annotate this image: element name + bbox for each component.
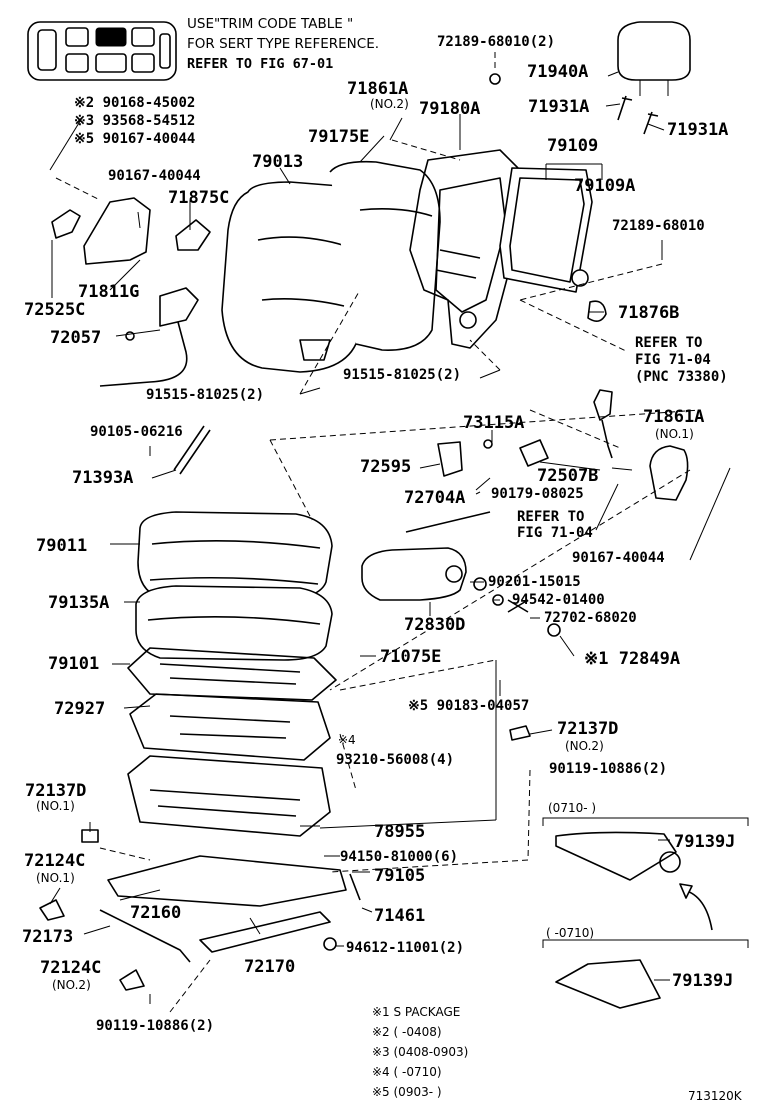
label-91515-81025-2-a: 91515-81025(2) xyxy=(146,387,264,403)
label-90201-15015: 90201-15015 xyxy=(488,574,581,590)
label-72830D: 72830D xyxy=(404,615,465,635)
label-90179-08025: 90179-08025 xyxy=(491,486,584,502)
note-4: ※4 ( -0710) xyxy=(372,1065,442,1079)
label-refer-to-a: REFER TO xyxy=(635,335,702,351)
label-range-0710-from: (0710- ) xyxy=(548,801,596,815)
label-79139J-a: 79139J xyxy=(674,832,735,852)
label-72057: 72057 xyxy=(50,328,101,348)
label-90183-04057: ※5 90183-04057 xyxy=(408,698,529,714)
label-72137D-no2: 72137D xyxy=(557,719,618,739)
label-range-0710-to: ( -0710) xyxy=(546,926,594,940)
label-72704A: 72704A xyxy=(404,488,465,508)
label-72137D-no1: 72137D xyxy=(25,781,86,801)
label-72170: 72170 xyxy=(244,957,295,977)
header-line-3: REFER TO FIG 67-01 xyxy=(187,56,333,72)
label-79013: 79013 xyxy=(252,152,303,172)
label-71876B: 71876B xyxy=(618,303,679,323)
label-90167-40044-top: ※5 90167-40044 xyxy=(74,131,195,147)
note-1: ※1 S PACKAGE xyxy=(372,1005,460,1019)
note-3: ※3 (0408-0903) xyxy=(372,1045,468,1059)
label-72525C: 72525C xyxy=(24,300,85,320)
label-72927: 72927 xyxy=(54,699,105,719)
label-71861A-no2: 71861A xyxy=(347,79,408,99)
label-79139J-b: 79139J xyxy=(672,971,733,991)
label-fig-71-04-a: FIG 71-04 xyxy=(635,352,711,368)
label-91515-81025-2-b: 91515-81025(2) xyxy=(343,367,461,383)
vehicle-thumbnail-icon xyxy=(27,21,177,81)
label-72595: 72595 xyxy=(360,457,411,477)
footnotes: ※1 S PACKAGE ※2 ( -0408) ※3 (0408-0903) … xyxy=(372,1005,468,1099)
label-mark4: ※4 xyxy=(338,733,356,747)
label-72849A: ※1 72849A xyxy=(584,649,680,669)
label-no1-c: (NO.1) xyxy=(36,871,75,885)
label-72507B: 72507B xyxy=(537,466,598,486)
label-73115A: 73115A xyxy=(463,413,524,433)
label-79105: 79105 xyxy=(374,866,425,886)
header-line-2: FOR SERT TYPE REFERENCE. xyxy=(187,36,379,52)
label-no2-b: (NO.2) xyxy=(565,739,604,753)
label-no1-a: (NO.1) xyxy=(655,427,694,441)
header-line-1: USE"TRIM CODE TABLE " xyxy=(187,16,353,32)
label-pnc-73380: (PNC 73380) xyxy=(635,369,728,385)
label-71875C: 71875C xyxy=(168,188,229,208)
label-79011: 79011 xyxy=(36,536,87,556)
label-fig-71-04-b: FIG 71-04 xyxy=(517,525,593,541)
label-72124C-no1: 72124C xyxy=(24,851,85,871)
label-71393A: 71393A xyxy=(72,468,133,488)
label-71075E: 71075E xyxy=(380,647,441,667)
label-94542-01400: 94542-01400 xyxy=(512,592,605,608)
label-93210-56008-4: 93210-56008(4) xyxy=(336,752,454,768)
label-71811G: 71811G xyxy=(78,282,139,302)
label-71861A-no1: 71861A xyxy=(643,407,704,427)
note-2: ※2 ( -0408) xyxy=(372,1025,442,1039)
label-79109: 79109 xyxy=(547,136,598,156)
label-refer-to-b: REFER TO xyxy=(517,509,584,525)
label-79135A: 79135A xyxy=(48,593,109,613)
label-94150-81000-6: 94150-81000(6) xyxy=(340,849,458,865)
label-72173: 72173 xyxy=(22,927,73,947)
note-5: ※5 (0903- ) xyxy=(372,1085,442,1099)
label-93568-54512: ※3 93568-54512 xyxy=(74,113,195,129)
label-71931A-b: 71931A xyxy=(667,120,728,140)
label-79109A: 79109A xyxy=(574,176,635,196)
label-72702-68020: 72702-68020 xyxy=(544,610,637,626)
label-79101: 79101 xyxy=(48,654,99,674)
label-90119-10886-2-a: 90119-10886(2) xyxy=(549,761,667,777)
label-72124C-no2: 72124C xyxy=(40,958,101,978)
label-90167-40044-b: 90167-40044 xyxy=(108,168,201,184)
label-94612-11001-2: 94612-11001(2) xyxy=(346,940,464,956)
label-72189-68010: 72189-68010 xyxy=(612,218,705,234)
label-71940A: 71940A xyxy=(527,62,588,82)
leader-lines xyxy=(49,52,731,1013)
label-71931A-a: 71931A xyxy=(528,97,589,117)
label-no2-c: (NO.2) xyxy=(52,978,91,992)
label-no1-b: (NO.1) xyxy=(36,799,75,813)
part-labels: 72189-68010(2) 71940A 71931A 71931A ※2 9… xyxy=(22,34,735,1034)
label-90168-45002: ※2 90168-45002 xyxy=(74,95,195,111)
label-72189-68010-2: 72189-68010(2) xyxy=(437,34,555,50)
label-no2-a: (NO.2) xyxy=(370,97,409,111)
label-79180A: 79180A xyxy=(419,99,480,119)
figure-code: 713120K xyxy=(688,1089,743,1103)
label-71461: 71461 xyxy=(374,906,425,926)
seat-parts-drawing xyxy=(39,21,749,1009)
label-90119-10886-2-b: 90119-10886(2) xyxy=(96,1018,214,1034)
label-90167-40044-c: 90167-40044 xyxy=(572,550,665,566)
label-72160: 72160 xyxy=(130,903,181,923)
label-78955: 78955 xyxy=(374,822,425,842)
label-79175E: 79175E xyxy=(308,127,369,147)
label-90105-06216: 90105-06216 xyxy=(90,424,183,440)
